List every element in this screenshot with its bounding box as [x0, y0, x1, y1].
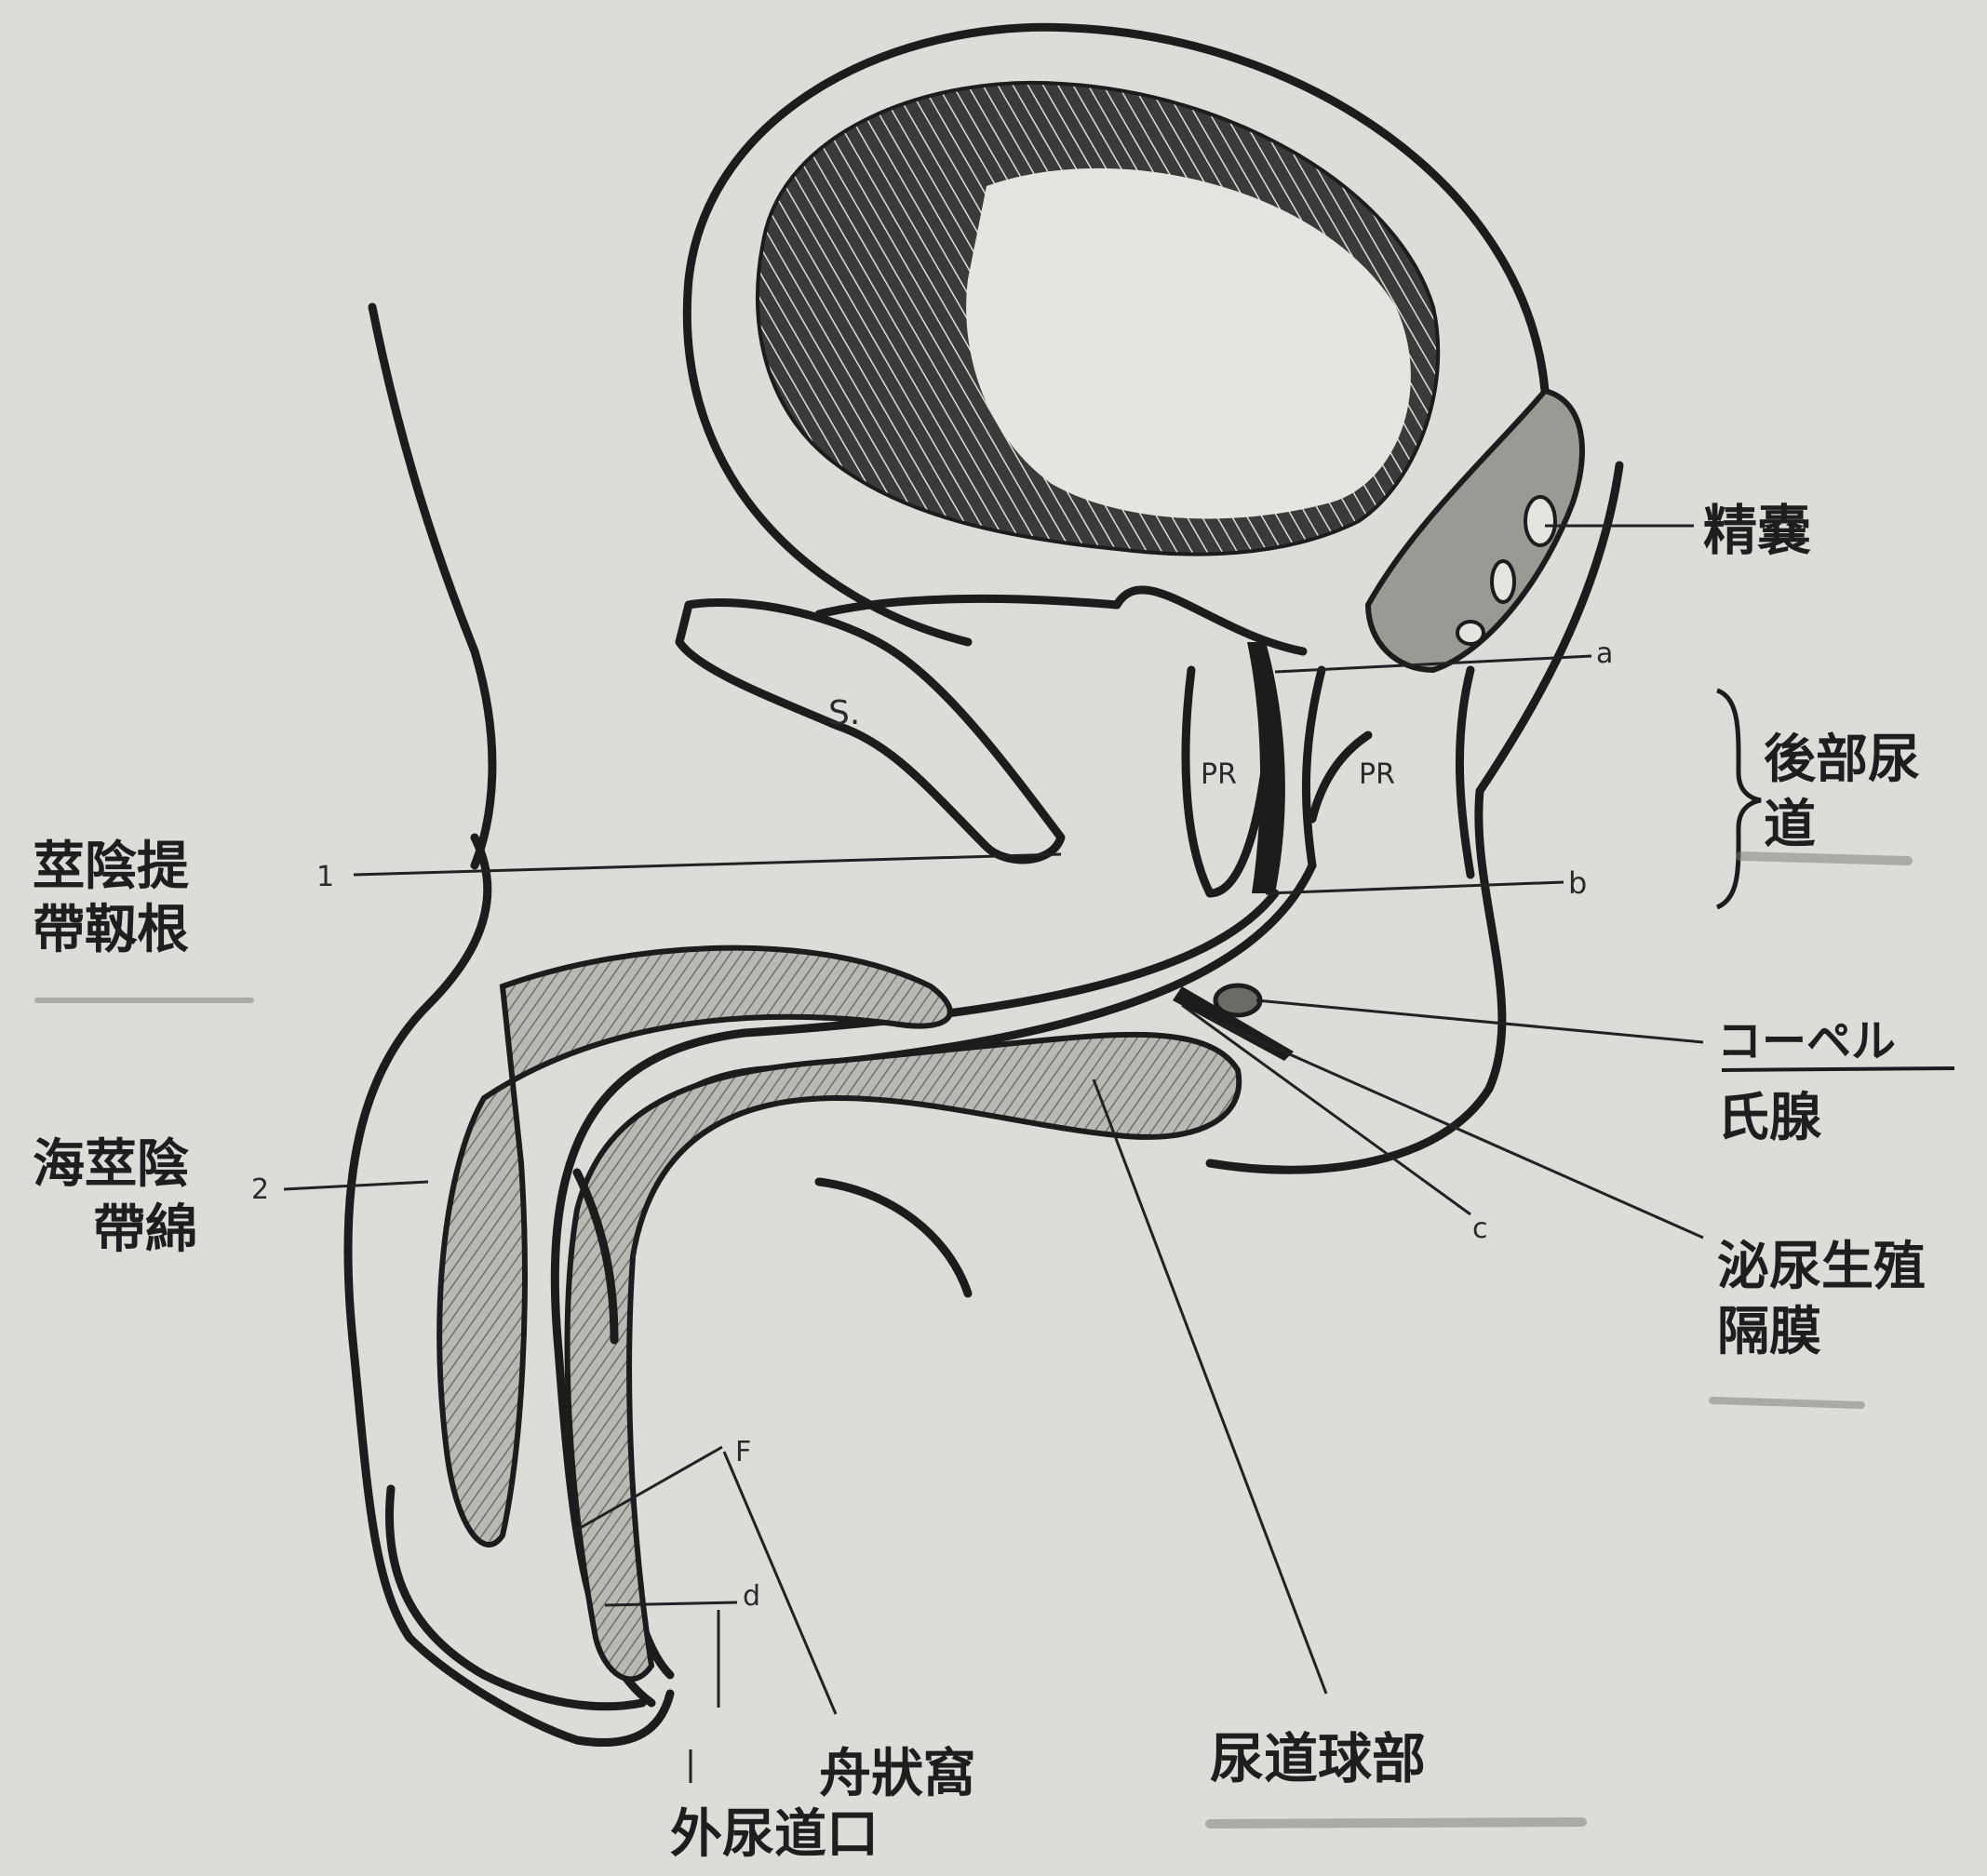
marker-c: c: [1472, 1213, 1488, 1245]
vesicle-lumen: [1525, 497, 1555, 545]
underline-smudge: [1722, 1068, 1954, 1070]
corpus-cavernosum: [439, 948, 950, 1545]
marker-PR-left: PR: [1201, 758, 1237, 791]
leader-F-b: [724, 1452, 836, 1714]
label-urogenital-diaphragm-1: 泌尿生殖: [1717, 1236, 1926, 1297]
leader-cowper: [1256, 1000, 1703, 1042]
marker-d: d: [743, 1580, 760, 1613]
label-posterior-urethra-1: 後部尿: [1764, 729, 1920, 790]
abdominal-wall: [372, 307, 492, 865]
label-suspensory-ligament-2: 帶靱根: [33, 899, 189, 960]
corpus-spongiosum: [568, 1035, 1240, 1680]
marker-2: 2: [251, 1173, 269, 1206]
leader-1: [354, 854, 1061, 875]
bladder-inner-wall: [819, 590, 1303, 651]
underline-smudge: [1210, 1822, 1582, 1824]
label-cowper-gland-2: 氏腺: [1717, 1087, 1822, 1148]
vesicle-lumen: [1457, 622, 1484, 644]
label-suspensory-ligament-1: 莖陰提: [33, 836, 189, 897]
perineum-line: [819, 1182, 968, 1293]
posterior-urethra-brace: [1717, 690, 1761, 907]
leader-b: [1266, 882, 1564, 893]
marker-F: F: [735, 1436, 751, 1468]
label-bulbous-urethra: 尿道球部: [1210, 1727, 1426, 1790]
label-cowper-gland-1: コーペル: [1717, 1015, 1896, 1067]
underline-smudge: [1712, 1400, 1861, 1405]
label-posterior-urethra-2: 道: [1764, 794, 1816, 855]
underline-smudge: [1740, 856, 1908, 861]
vesicle-lumen: [1492, 561, 1514, 602]
label-cavernous-body-1: 海莖陰: [33, 1133, 189, 1195]
label-urogenital-diaphragm-2: 隔膜: [1717, 1301, 1821, 1362]
marker-S: S.: [828, 694, 860, 732]
label-navicular-fossa: 舟狀窩: [819, 1743, 975, 1804]
label-seminal-vesicle: 精嚢: [1703, 499, 1811, 562]
marker-b: b: [1568, 865, 1587, 901]
label-external-meatus: 外尿道口: [670, 1803, 879, 1865]
leader-2: [284, 1182, 428, 1189]
marker-a: a: [1596, 637, 1613, 670]
marker-PR-right: PR: [1359, 758, 1395, 791]
pubic-symphysis: [679, 602, 1061, 859]
label-cavernous-body-2: 帶綿: [93, 1199, 197, 1260]
prostate-urethra-dark: [1247, 642, 1285, 893]
rectum-inner: [1459, 670, 1470, 875]
marker-1: 1: [316, 861, 334, 893]
